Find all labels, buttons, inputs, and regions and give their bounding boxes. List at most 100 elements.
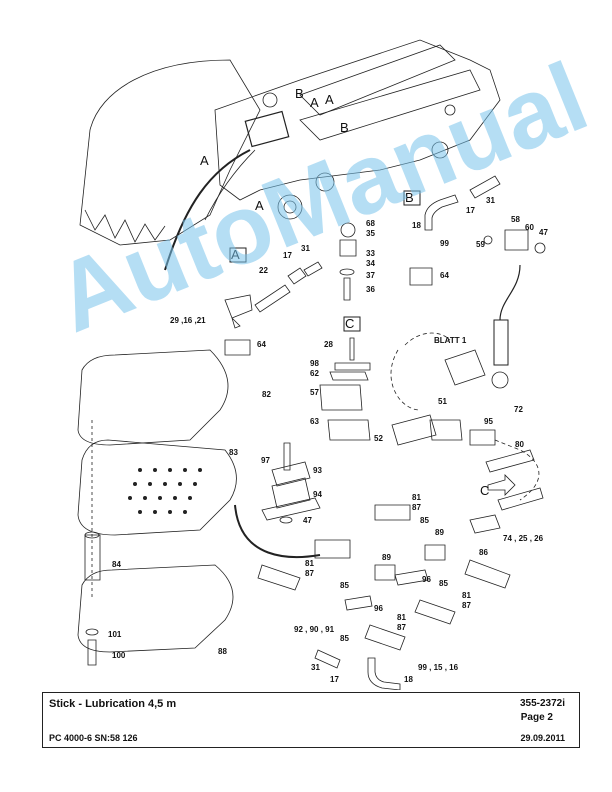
bolt-97 [283,442,291,471]
part-label: 82 [262,390,271,399]
distributor-81c [257,564,301,591]
fitting-51 [429,419,463,441]
lubrication-exploded-diagram: A B C A A A A B B C BLATT 1 68 35 33 34 … [77,39,548,690]
distributor-81d [464,559,511,589]
tee-89b [374,564,396,581]
part-label: 18 [412,221,421,230]
part-label: 64 [440,271,449,280]
fitting-86 [469,514,501,534]
bolt-100 [87,639,97,666]
valve-block [444,349,486,386]
part-label: 88 [218,647,227,656]
part-label: 17 [283,251,292,260]
part-label: 95 [484,417,493,426]
plate-82 [77,349,229,446]
part-label: 97 [261,456,270,465]
machine-model: PC 4000-6 SN:58 126 [49,733,138,743]
distributor-81a [374,504,411,521]
tube-74 [497,487,544,511]
view-b-box [403,190,421,206]
part-label: 81 [412,493,421,502]
part-label: 87 [412,503,421,512]
part-label: 96 [422,575,431,584]
part-label: 85 [340,634,349,643]
part-label: 52 [374,434,383,443]
part-label: 86 [479,548,488,557]
part-label: 60 [525,223,534,232]
part-label: 81 [462,591,471,600]
part-label: 17 [330,675,339,684]
part-label: 29 ,16 ,21 [170,316,206,325]
view-a-marker-2: A [255,198,264,213]
part-label: 81 [397,613,406,622]
clamp-94 [271,477,311,509]
washer-98 [334,362,371,371]
plate-63 [327,419,371,441]
part-label: 87 [305,569,314,578]
part-label: 47 [303,516,312,525]
bucket-outline [79,59,261,246]
part-label: 96 [374,604,383,613]
part-label: 31 [301,244,310,253]
document-date: 29.09.2011 [520,733,565,743]
part-label: 28 [324,340,333,349]
part-label: 59 [476,240,485,249]
bracket-58 [504,229,529,251]
hose-fitting-blatt [493,319,509,366]
part-label: 72 [514,405,523,414]
part-label: 84 [112,560,121,569]
part-label: 33 [366,249,375,258]
part-label: 81 [305,559,314,568]
part-label: 93 [313,466,322,475]
part-label: 31 [486,196,495,205]
view-b-label: B [405,190,414,205]
part-label: 85 [439,579,448,588]
part-label: 100 [112,651,126,660]
tube-96a [394,569,429,586]
plate-83 [77,439,237,536]
distributor-81b [314,539,351,559]
view-c-label: C [345,316,354,331]
tee-89a [424,544,446,561]
spacer-62 [329,371,369,381]
clamp-57 [319,384,363,411]
tube-80 [485,449,535,473]
part-label: 58 [511,215,520,224]
part-label: 87 [397,623,406,632]
view-c-marker: C [480,483,489,498]
elbow-18a [424,194,459,231]
view-b-marker-2: B [340,120,349,135]
view-c-box [343,316,361,332]
part-label: 62 [310,369,319,378]
view-a-marker-1: A [200,153,209,168]
fitting-95 [469,429,496,446]
clamp-93 [271,461,311,487]
cylinder-lower [299,69,481,141]
view-a-marker-3: A [310,95,319,110]
part-label: 34 [366,259,375,268]
part-label: 87 [462,601,471,610]
part-label: 37 [366,271,375,280]
view-a-box [229,247,247,263]
part-label: 85 [340,581,349,590]
document-number: 355-2372i [519,698,565,709]
part-label: 94 [313,490,322,499]
part-label: 74 , 25 , 26 [503,534,544,543]
swivel-29 [224,294,253,329]
part-label: 92 , 90 , 91 [294,625,335,634]
bolt-28 [349,337,355,361]
elbow-18b [367,657,401,690]
part-label: 99 , 15 , 16 [418,663,459,672]
distributor-81f [364,624,406,651]
part-label: 51 [438,397,447,406]
plate-94b [261,497,321,521]
part-label: 64 [257,340,266,349]
spacer-84 [84,534,101,581]
plate-88 [77,564,234,653]
sheet-reference: BLATT 1 [434,336,467,345]
hose-31b [469,175,501,199]
part-label: 31 [311,663,320,672]
drawing-title: Stick - Lubrication 4,5 m [49,698,177,710]
title-block: Stick - Lubrication 4,5 m 355-2372i Page… [42,692,580,748]
bucket-teeth [84,209,166,243]
